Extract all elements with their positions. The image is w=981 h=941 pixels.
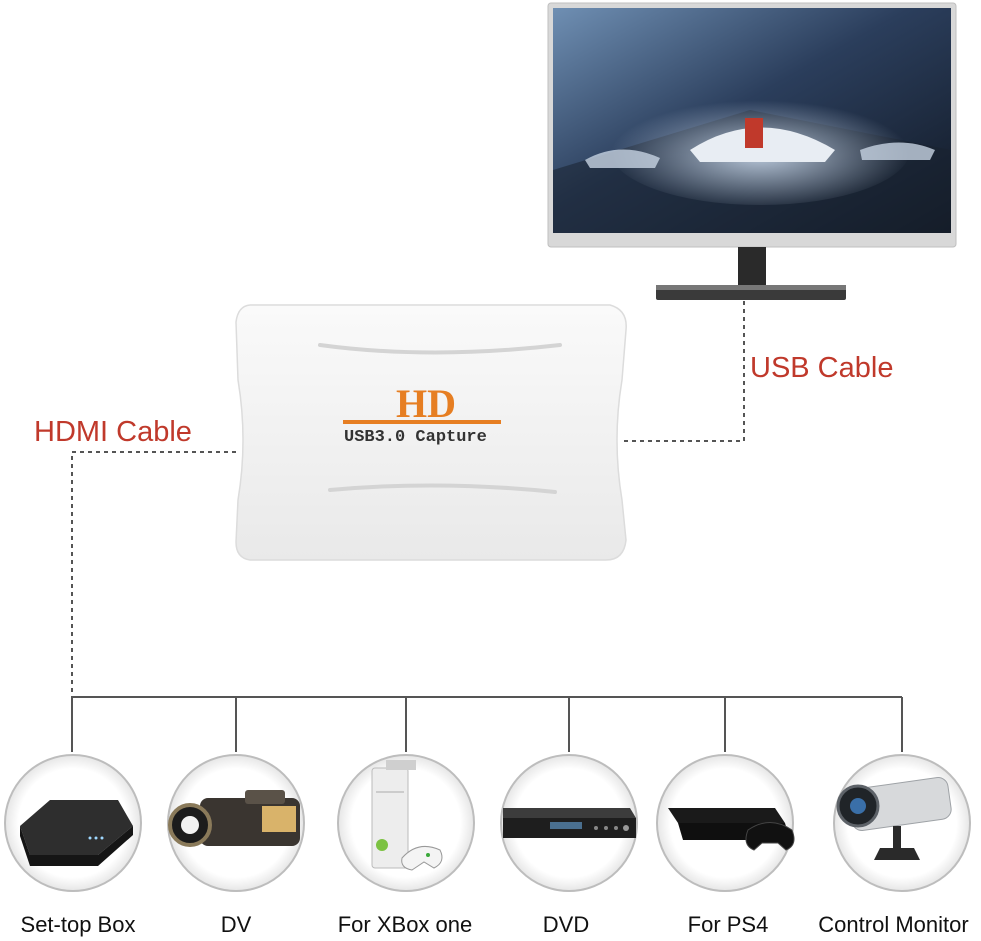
capture-brand-label: HD [396,381,456,426]
hdmi-cable-line [71,451,236,697]
device-dvd [500,754,638,892]
device-dv [167,754,305,892]
usb-cable-label: USB Cable [750,352,894,384]
capture-model-label: USB3.0 Capture [344,428,487,447]
device-label-ps4: For PS4 [687,912,769,937]
device-label-dv: DV [220,912,252,937]
ps4-console-icon [668,808,795,851]
device-label-set-top-box: Set-top Box [20,912,136,937]
capture-device [235,304,627,561]
device-control-monitor [833,754,971,892]
device-label-control-monitor: Control Monitor [818,912,969,937]
capture-brand-underline [343,420,501,424]
security-camera-icon [836,777,952,860]
usb-cable-line [624,300,745,442]
camcorder-icon [168,790,300,847]
device-set-top-box [4,754,142,892]
hdmi-cable-label: HDMI Cable [34,416,192,448]
dvd-player-icon [503,808,636,838]
device-label-dvd: DVD [542,912,590,937]
xbox-console-icon [371,760,443,871]
monitor [547,2,957,300]
cable-lines [71,300,903,752]
device-ps4 [656,754,795,892]
device-label-xbox: For XBox one [337,912,473,937]
monitor-stand [738,247,766,287]
device-xbox [337,754,475,892]
set-top-box-icon [20,800,133,866]
